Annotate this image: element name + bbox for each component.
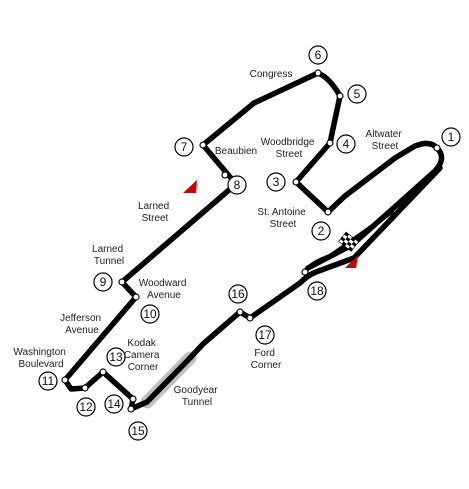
track-node <box>292 178 300 186</box>
label-goodyear-tunnel: Goodyear Tunnel <box>174 385 221 408</box>
corner-nodes <box>61 69 441 413</box>
corner-number: 12 <box>79 400 93 414</box>
corner-number: 3 <box>273 175 280 189</box>
corner-marker-4: 4 <box>336 134 356 154</box>
track-node <box>236 308 244 316</box>
label-larned-street: Larned Street <box>138 201 172 224</box>
track-node <box>301 268 309 276</box>
label-altwater-street: Altwater Street <box>366 129 405 152</box>
label-washington-boulevard: Washington Boulevard <box>13 347 68 370</box>
label-st-antoine-street: St. Antoine Street <box>257 207 308 230</box>
label-larned-tunnel: Larned Tunnel <box>92 244 126 267</box>
track-node <box>246 314 254 322</box>
corner-number: 14 <box>107 397 121 411</box>
corner-marker-8: 8 <box>227 175 247 195</box>
corner-number: 15 <box>131 424 145 438</box>
corner-marker-3: 3 <box>266 172 286 192</box>
track-node <box>199 141 207 149</box>
corner-marker-11: 11 <box>38 371 58 391</box>
corner-number: 7 <box>181 140 188 154</box>
label-ford-corner: Ford Corner <box>251 348 282 371</box>
street-labels: Altwater Street Woodbridge Street St. An… <box>13 69 405 408</box>
track-node <box>61 376 69 384</box>
direction-arrow-icon <box>183 180 197 193</box>
track-node <box>81 384 89 392</box>
corner-marker-9: 9 <box>93 272 113 292</box>
label-jefferson-avenue: Jefferson Avenue <box>60 313 104 336</box>
corner-marker-18: 18 <box>307 281 327 301</box>
corner-marker-7: 7 <box>174 137 194 157</box>
track-node <box>433 144 441 152</box>
corner-number: 9 <box>100 275 107 289</box>
corner-marker-6: 6 <box>308 45 328 65</box>
track-node <box>314 69 322 77</box>
track-node <box>336 92 344 100</box>
corner-marker-15: 15 <box>128 421 148 441</box>
label-woodbridge-street: Woodbridge Street <box>261 137 318 160</box>
track-node <box>326 139 334 147</box>
corner-marker-14: 14 <box>104 394 124 414</box>
track-node <box>118 278 126 286</box>
corner-marker-17: 17 <box>255 325 275 345</box>
corner-number: 5 <box>354 87 361 101</box>
corner-marker-1: 1 <box>441 127 461 147</box>
corner-number: 4 <box>343 137 350 151</box>
corner-number: 6 <box>315 48 322 62</box>
corner-marker-5: 5 <box>347 84 367 104</box>
corner-number: 11 <box>42 374 55 388</box>
track-node <box>99 368 107 376</box>
corner-marker-16: 16 <box>228 284 248 304</box>
track-node <box>129 395 137 403</box>
corner-number: 2 <box>318 224 325 238</box>
label-woodward-avenue: Woodward Avenue <box>139 278 189 301</box>
corner-marker-2: 2 <box>311 221 331 241</box>
corner-markers: 1 2 3 4 5 6 7 8 9 10 11 12 13 14 15 16 1… <box>38 45 461 441</box>
corner-number: 1 <box>448 130 455 144</box>
label-beaubien: Beaubien <box>215 146 257 157</box>
corner-number: 8 <box>234 178 241 192</box>
checkered-flag-icon <box>338 231 360 252</box>
corner-number: 18 <box>310 284 324 298</box>
direction-arrow-icon <box>345 255 358 268</box>
corner-marker-13: 13 <box>106 347 126 367</box>
corner-number: 10 <box>143 307 157 321</box>
track-node <box>221 171 229 179</box>
corner-marker-12: 12 <box>76 397 96 417</box>
track-node <box>324 208 332 216</box>
track-node <box>132 293 140 301</box>
label-congress: Congress <box>250 69 293 80</box>
corner-number: 16 <box>231 287 245 301</box>
track-node <box>127 405 135 413</box>
corner-marker-10: 10 <box>140 304 160 324</box>
corner-number: 13 <box>109 350 123 364</box>
label-kodak-camera-corner: Kodak Camera Corner <box>124 338 162 373</box>
corner-number: 17 <box>258 328 272 342</box>
